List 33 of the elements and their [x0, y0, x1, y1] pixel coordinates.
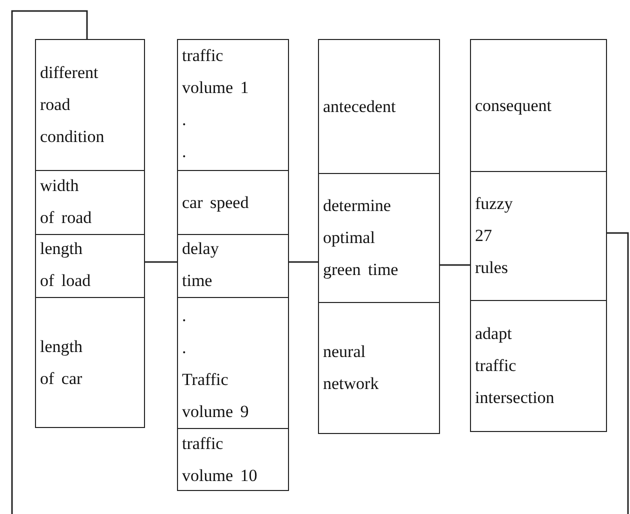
box-label: neural network: [323, 341, 380, 395]
process-box: [35, 234, 145, 298]
box-label: consequent: [475, 94, 552, 117]
process-box: [318, 173, 440, 303]
connector-line: [440, 264, 470, 266]
box-label: traffic volume 1 . .: [182, 45, 250, 163]
box-label: different road condition: [40, 62, 106, 148]
process-box: [177, 234, 289, 298]
process-box: [177, 297, 289, 429]
connector-line: [145, 261, 177, 263]
process-box: [35, 170, 145, 235]
process-box: [470, 171, 607, 301]
box-label: traffic volume 10: [182, 432, 258, 486]
box-label: delay time: [182, 238, 220, 292]
process-box: [318, 302, 440, 434]
box-label: length of load: [40, 238, 92, 292]
connector-line: [289, 261, 318, 263]
process-box: [470, 39, 607, 172]
process-box: [470, 300, 607, 432]
box-label: car speed: [182, 192, 250, 214]
box-label: adapt traffic intersection: [475, 323, 556, 409]
process-box: [35, 39, 145, 171]
box-label: antecedent: [323, 96, 397, 118]
connector-line: [11, 10, 88, 514]
process-box: [177, 428, 289, 491]
box-label: determine optimal green time: [323, 195, 400, 281]
process-box: [35, 297, 145, 428]
process-box: [177, 39, 289, 171]
box-label: fuzzy 27 rules: [475, 193, 514, 279]
box-label: length of car: [40, 336, 84, 390]
connector-line: [607, 232, 629, 514]
process-box: [318, 39, 440, 174]
process-box: [177, 170, 289, 235]
